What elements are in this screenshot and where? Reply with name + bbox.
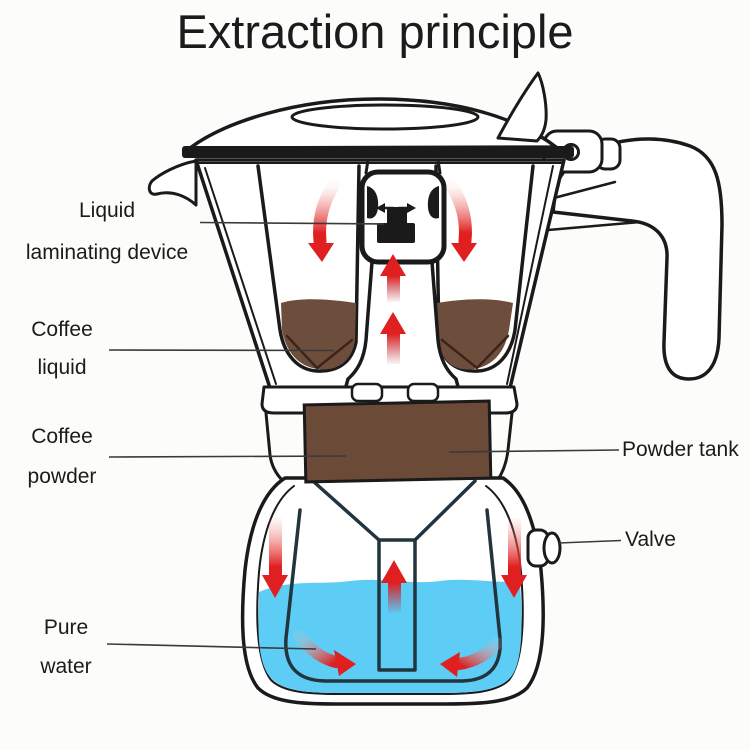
leader-valve — [558, 539, 622, 544]
flow-arrows — [262, 179, 527, 677]
lid-top-highlight — [290, 103, 480, 131]
steam-down-left-arrow-icon — [308, 179, 340, 262]
lid-lever-tip — [496, 71, 548, 143]
label-line: Liquid — [78, 199, 136, 222]
leader-pure-water — [106, 643, 317, 650]
page-title: Extraction principle — [176, 5, 574, 58]
label-pure-water: Pure water — [14, 608, 118, 686]
label-line: water — [40, 655, 92, 678]
handle — [546, 137, 724, 381]
leader-lines — [106, 221, 622, 650]
device-side-left — [367, 186, 379, 219]
label-line: laminating device — [25, 241, 189, 264]
label-valve: Valve — [625, 528, 676, 551]
center-column — [343, 158, 461, 392]
label-powder-tank: Powder tank — [622, 438, 739, 461]
water-circulate-left-arrow-icon — [293, 630, 356, 676]
label-line: powder — [27, 465, 97, 488]
label-line: Coffee — [31, 425, 93, 448]
water-down-right-arrow-icon — [501, 518, 527, 598]
device-stem-block — [387, 207, 407, 225]
powder-tank-fill — [302, 399, 493, 484]
spread-left-icon — [376, 203, 385, 213]
label-line: liquid — [37, 356, 87, 379]
device-side-right — [427, 186, 439, 219]
handle-mount-line — [546, 220, 642, 232]
coffee-up-arrow-upper-icon — [380, 254, 406, 302]
lid — [182, 71, 574, 158]
funnel-assembly — [284, 479, 502, 683]
valve-knob — [526, 528, 562, 568]
water-up-center-arrow-icon — [381, 560, 407, 613]
funnel-skirt — [284, 508, 502, 683]
water-circulate-right-arrow-icon — [440, 637, 503, 677]
label-liquid-laminating-device: Liquid laminating device — [14, 190, 200, 274]
handle-mount-line — [548, 180, 617, 201]
leader-coffee-powder — [108, 455, 347, 458]
label-coffee-powder: Coffee powder — [10, 417, 114, 497]
device-base-block — [377, 223, 415, 243]
leader-liquid-laminating-device — [199, 221, 385, 225]
spout — [147, 159, 198, 207]
label-line: Pure — [43, 616, 89, 639]
coffee-up-arrow-lower-icon — [380, 312, 406, 364]
funnel-tube — [312, 479, 477, 672]
steam-down-right-arrow-icon — [445, 179, 477, 262]
water-down-left-arrow-icon — [262, 518, 288, 598]
spread-right-icon — [407, 203, 416, 213]
leader-powder-tank — [448, 449, 620, 453]
lid-rim-bar — [182, 146, 574, 158]
label-line: Coffee — [31, 318, 93, 341]
label-coffee-liquid: Coffee liquid — [10, 311, 114, 387]
leader-coffee-liquid — [108, 349, 335, 352]
